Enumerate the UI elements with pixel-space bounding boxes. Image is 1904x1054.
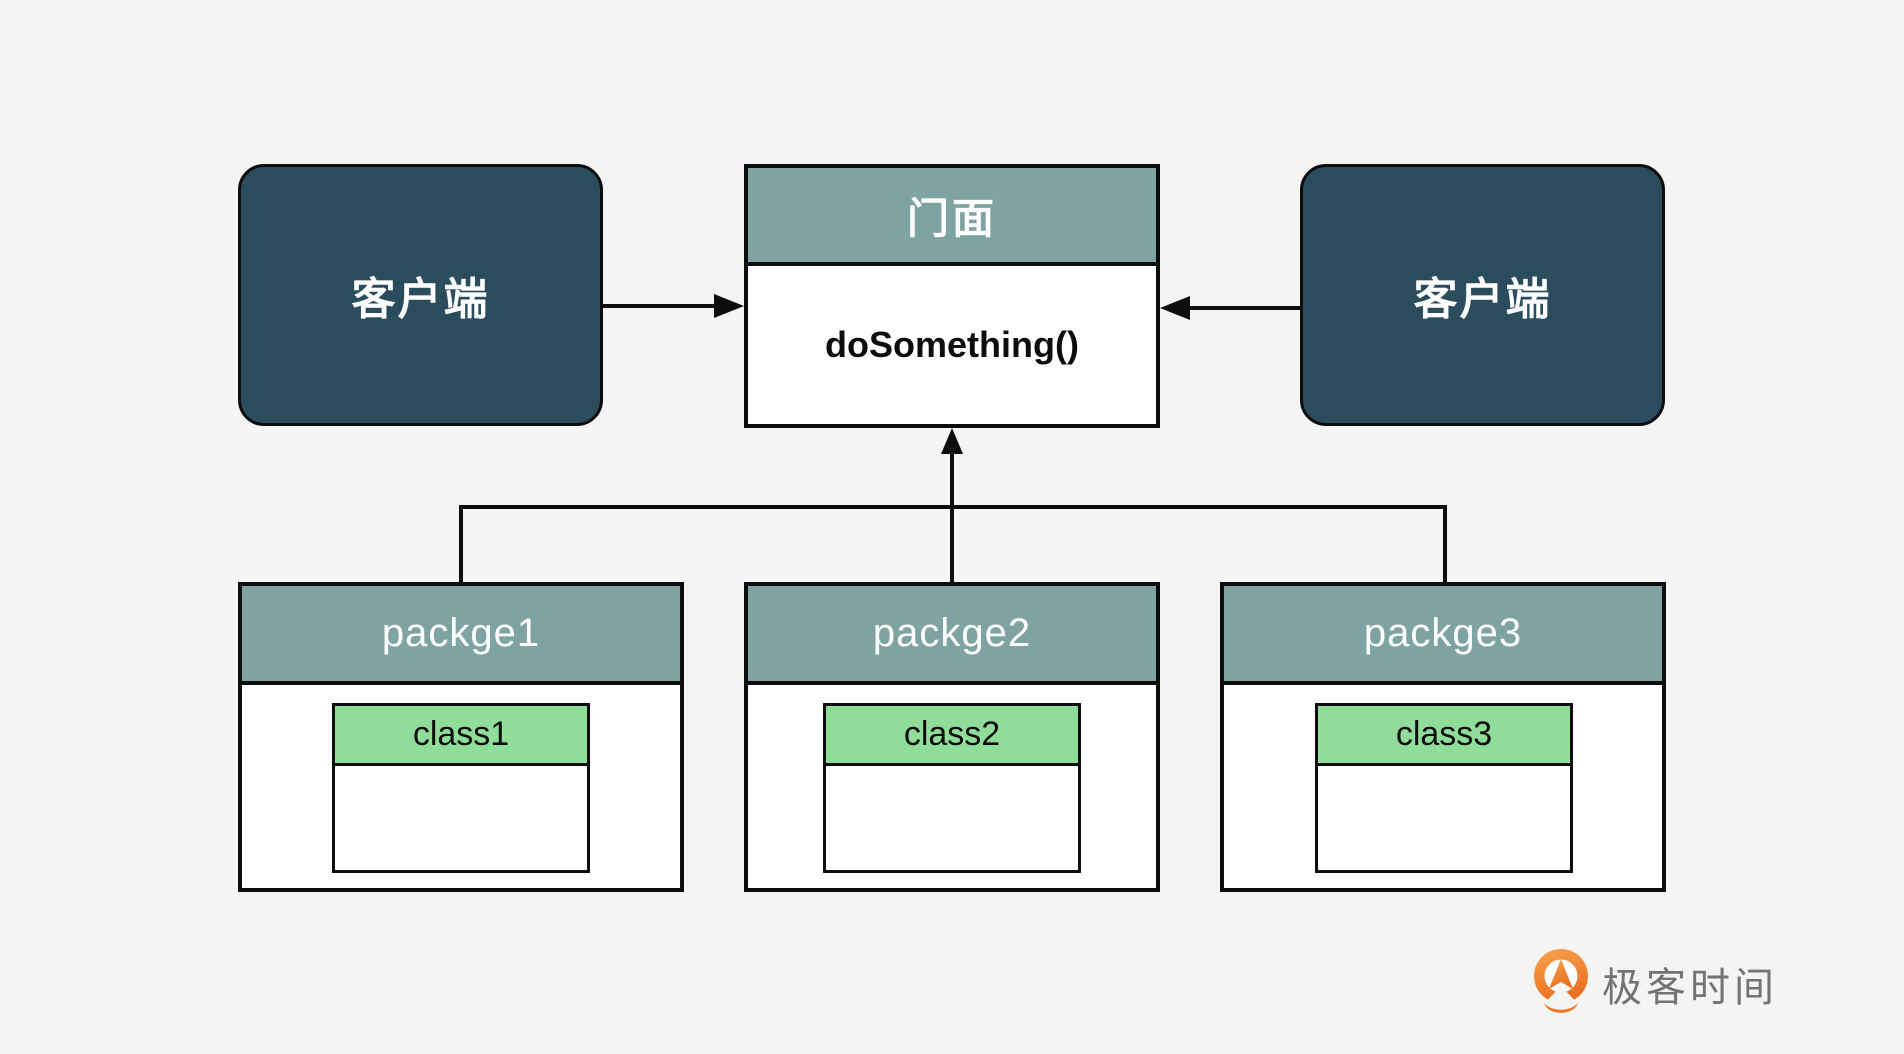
class-2-header: class2 (826, 706, 1078, 766)
arrow-right-client-to-facade (1160, 296, 1301, 320)
geektime-logo-icon (1534, 949, 1588, 1013)
package-2-title: packge2 (872, 611, 1032, 655)
class-1-header: class1 (335, 706, 587, 766)
facade-method: doSomething() (825, 324, 1079, 365)
package-2-header: packge2 (748, 586, 1156, 685)
client-box-right: 客户端 (1300, 164, 1665, 426)
class-box-3: class3 (1315, 703, 1573, 873)
arrow-left-client-to-facade (603, 294, 744, 318)
package-3-header: packge3 (1224, 586, 1662, 685)
brand-footer: 极客时间 (1532, 948, 1778, 1020)
client-left-label: 客户端 (351, 275, 490, 324)
client-box-left: 客户端 (238, 164, 603, 426)
facade-body: doSomething() (748, 266, 1156, 424)
class-box-1: class1 (332, 703, 590, 873)
class-2-name: class2 (903, 715, 1001, 753)
class-3-header: class3 (1318, 706, 1570, 766)
class-3-name: class3 (1395, 715, 1493, 753)
package-bracket-line (459, 505, 1447, 582)
arrow-packages-to-facade (941, 428, 963, 582)
facade-header: 门面 (748, 168, 1156, 266)
brand-text: 极客时间 (1602, 966, 1778, 1010)
class-1-name: class1 (412, 715, 510, 753)
client-right-label: 客户端 (1413, 275, 1552, 324)
facade-box: 门面 doSomething() (744, 164, 1160, 428)
class-box-2: class2 (823, 703, 1081, 873)
package-1-title: packge1 (381, 611, 541, 655)
facade-title: 门面 (906, 194, 997, 242)
package-1-header: packge1 (242, 586, 680, 685)
package-3-title: packge3 (1363, 611, 1523, 655)
